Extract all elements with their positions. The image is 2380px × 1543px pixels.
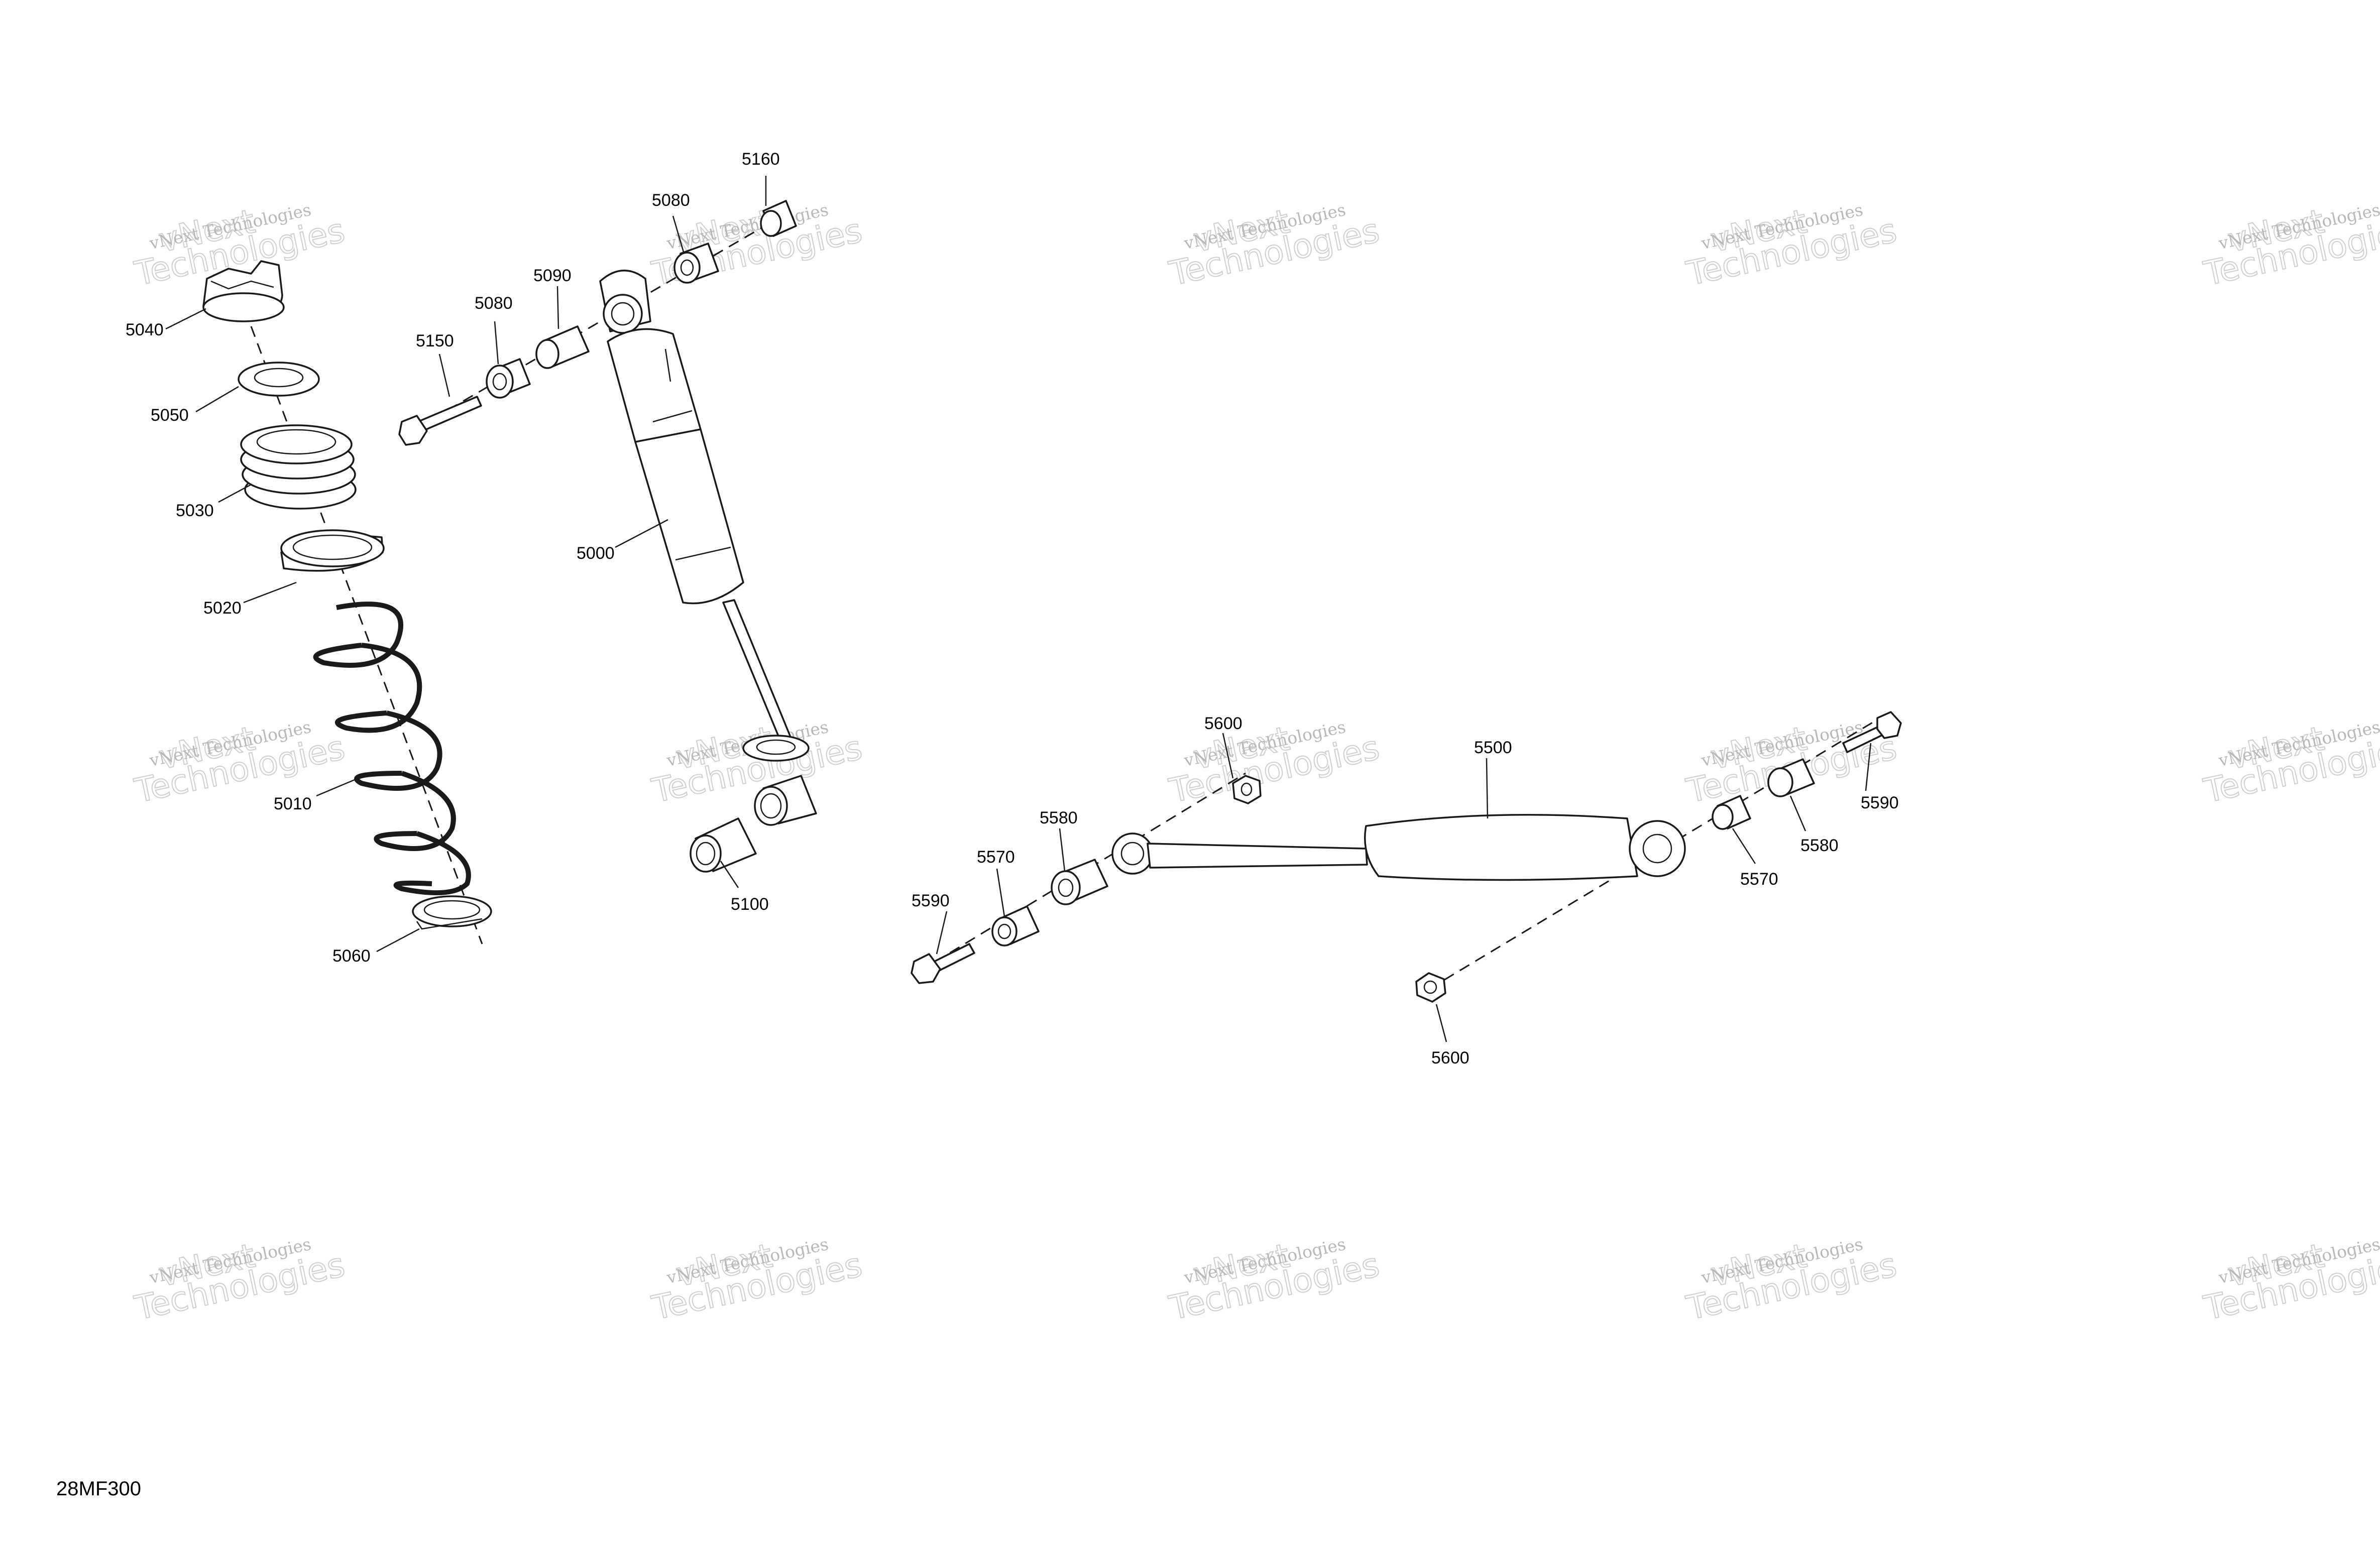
part-5030-helper-spring: [240, 424, 357, 510]
steering-damper-assembly: [911, 711, 1902, 1003]
coil-over-assembly: [202, 260, 492, 944]
watermark: vNext Technologies vNext Technologies: [131, 1234, 349, 1328]
callout-5040: 5040: [126, 320, 164, 339]
part-5020-crossover-ring: [280, 529, 385, 572]
callout-5060: 5060: [332, 946, 371, 966]
part-5040-spring-cap: [202, 260, 285, 322]
watermark: vNext Technologies vNext Technologies: [1682, 1234, 1900, 1328]
callout-5010: 5010: [274, 794, 312, 813]
callout-5570-right: 5570: [1740, 870, 1778, 889]
part-5570-spacer-right: [1712, 795, 1751, 830]
callout-labels: 5160 5080 5090 5080 5150 5040 5050 5030 …: [126, 150, 1899, 1067]
part-5600-nut-top: [1232, 775, 1262, 804]
callout-5160: 5160: [742, 150, 780, 169]
callout-5600-top: 5600: [1204, 714, 1242, 733]
callout-5080-upper: 5080: [652, 191, 690, 210]
callout-5590-left: 5590: [912, 891, 950, 910]
leader-lines: [165, 176, 1872, 1042]
callout-5000: 5000: [577, 544, 615, 563]
watermark: vNext Technologies vNext Technologies: [2200, 1234, 2380, 1328]
callout-5580-left: 5580: [1040, 808, 1078, 827]
part-5570-spacer-left: [991, 905, 1040, 946]
watermark: vNext Technologies vNext Technologies: [131, 717, 349, 811]
watermark-layer: vNext Technologies vNext Technologies vN…: [131, 200, 2380, 1328]
shock-absorber-assembly: [398, 200, 817, 873]
watermark: vNext Technologies vNext Technologies: [1165, 1234, 1383, 1328]
callout-5600-bottom: 5600: [1431, 1048, 1469, 1067]
part-5100-bushings: [690, 775, 817, 873]
callout-5500: 5500: [1474, 738, 1512, 757]
callout-5100: 5100: [731, 895, 769, 914]
callout-5580-right: 5580: [1800, 836, 1839, 855]
callout-5080-lower: 5080: [475, 294, 513, 313]
part-5590-bolt-right: [1842, 711, 1902, 753]
watermark: vNext Technologies vNext Technologies: [1165, 717, 1383, 811]
part-5080-bushing-upper: [673, 243, 719, 284]
callout-5590-right: 5590: [1861, 793, 1899, 812]
part-5080-bushing: [486, 358, 531, 399]
part-5150-bolt: [398, 396, 482, 446]
part-5580-bushing-left: [1051, 859, 1108, 905]
part-5090-sleeve: [535, 325, 590, 369]
part-5160-cap: [760, 200, 797, 237]
part-5500-damper-body: [1111, 813, 1686, 881]
part-5000-shock-body: [599, 269, 792, 743]
watermark: vNext Technologies vNext Technologies: [648, 1234, 866, 1328]
watermark: vNext Technologies vNext Technologies: [2200, 200, 2380, 294]
part-5050-washer: [238, 362, 320, 397]
upper-mount-axis-line: [431, 220, 774, 420]
drawing-code: 28MF300: [56, 1478, 141, 1500]
callout-5020: 5020: [203, 599, 242, 618]
part-5060-retainer: [412, 895, 492, 930]
callout-5150: 5150: [416, 331, 454, 350]
part-5580-bushing-right: [1767, 758, 1815, 797]
watermark: vNext Technologies vNext Technologies: [1165, 200, 1383, 294]
callout-5090: 5090: [533, 266, 572, 285]
part-5010-main-spring: [313, 602, 471, 895]
watermark: vNext Technologies vNext Technologies: [2200, 717, 2380, 811]
watermark: vNext Technologies vNext Technologies: [1682, 200, 1900, 294]
callout-5050: 5050: [151, 406, 189, 425]
part-5590-bolt-left: [911, 943, 975, 984]
callout-5030: 5030: [176, 501, 214, 520]
callout-5570-left: 5570: [977, 848, 1015, 867]
shock-lower-eyelet: [742, 735, 810, 762]
part-5600-nut-bottom: [1415, 972, 1446, 1003]
